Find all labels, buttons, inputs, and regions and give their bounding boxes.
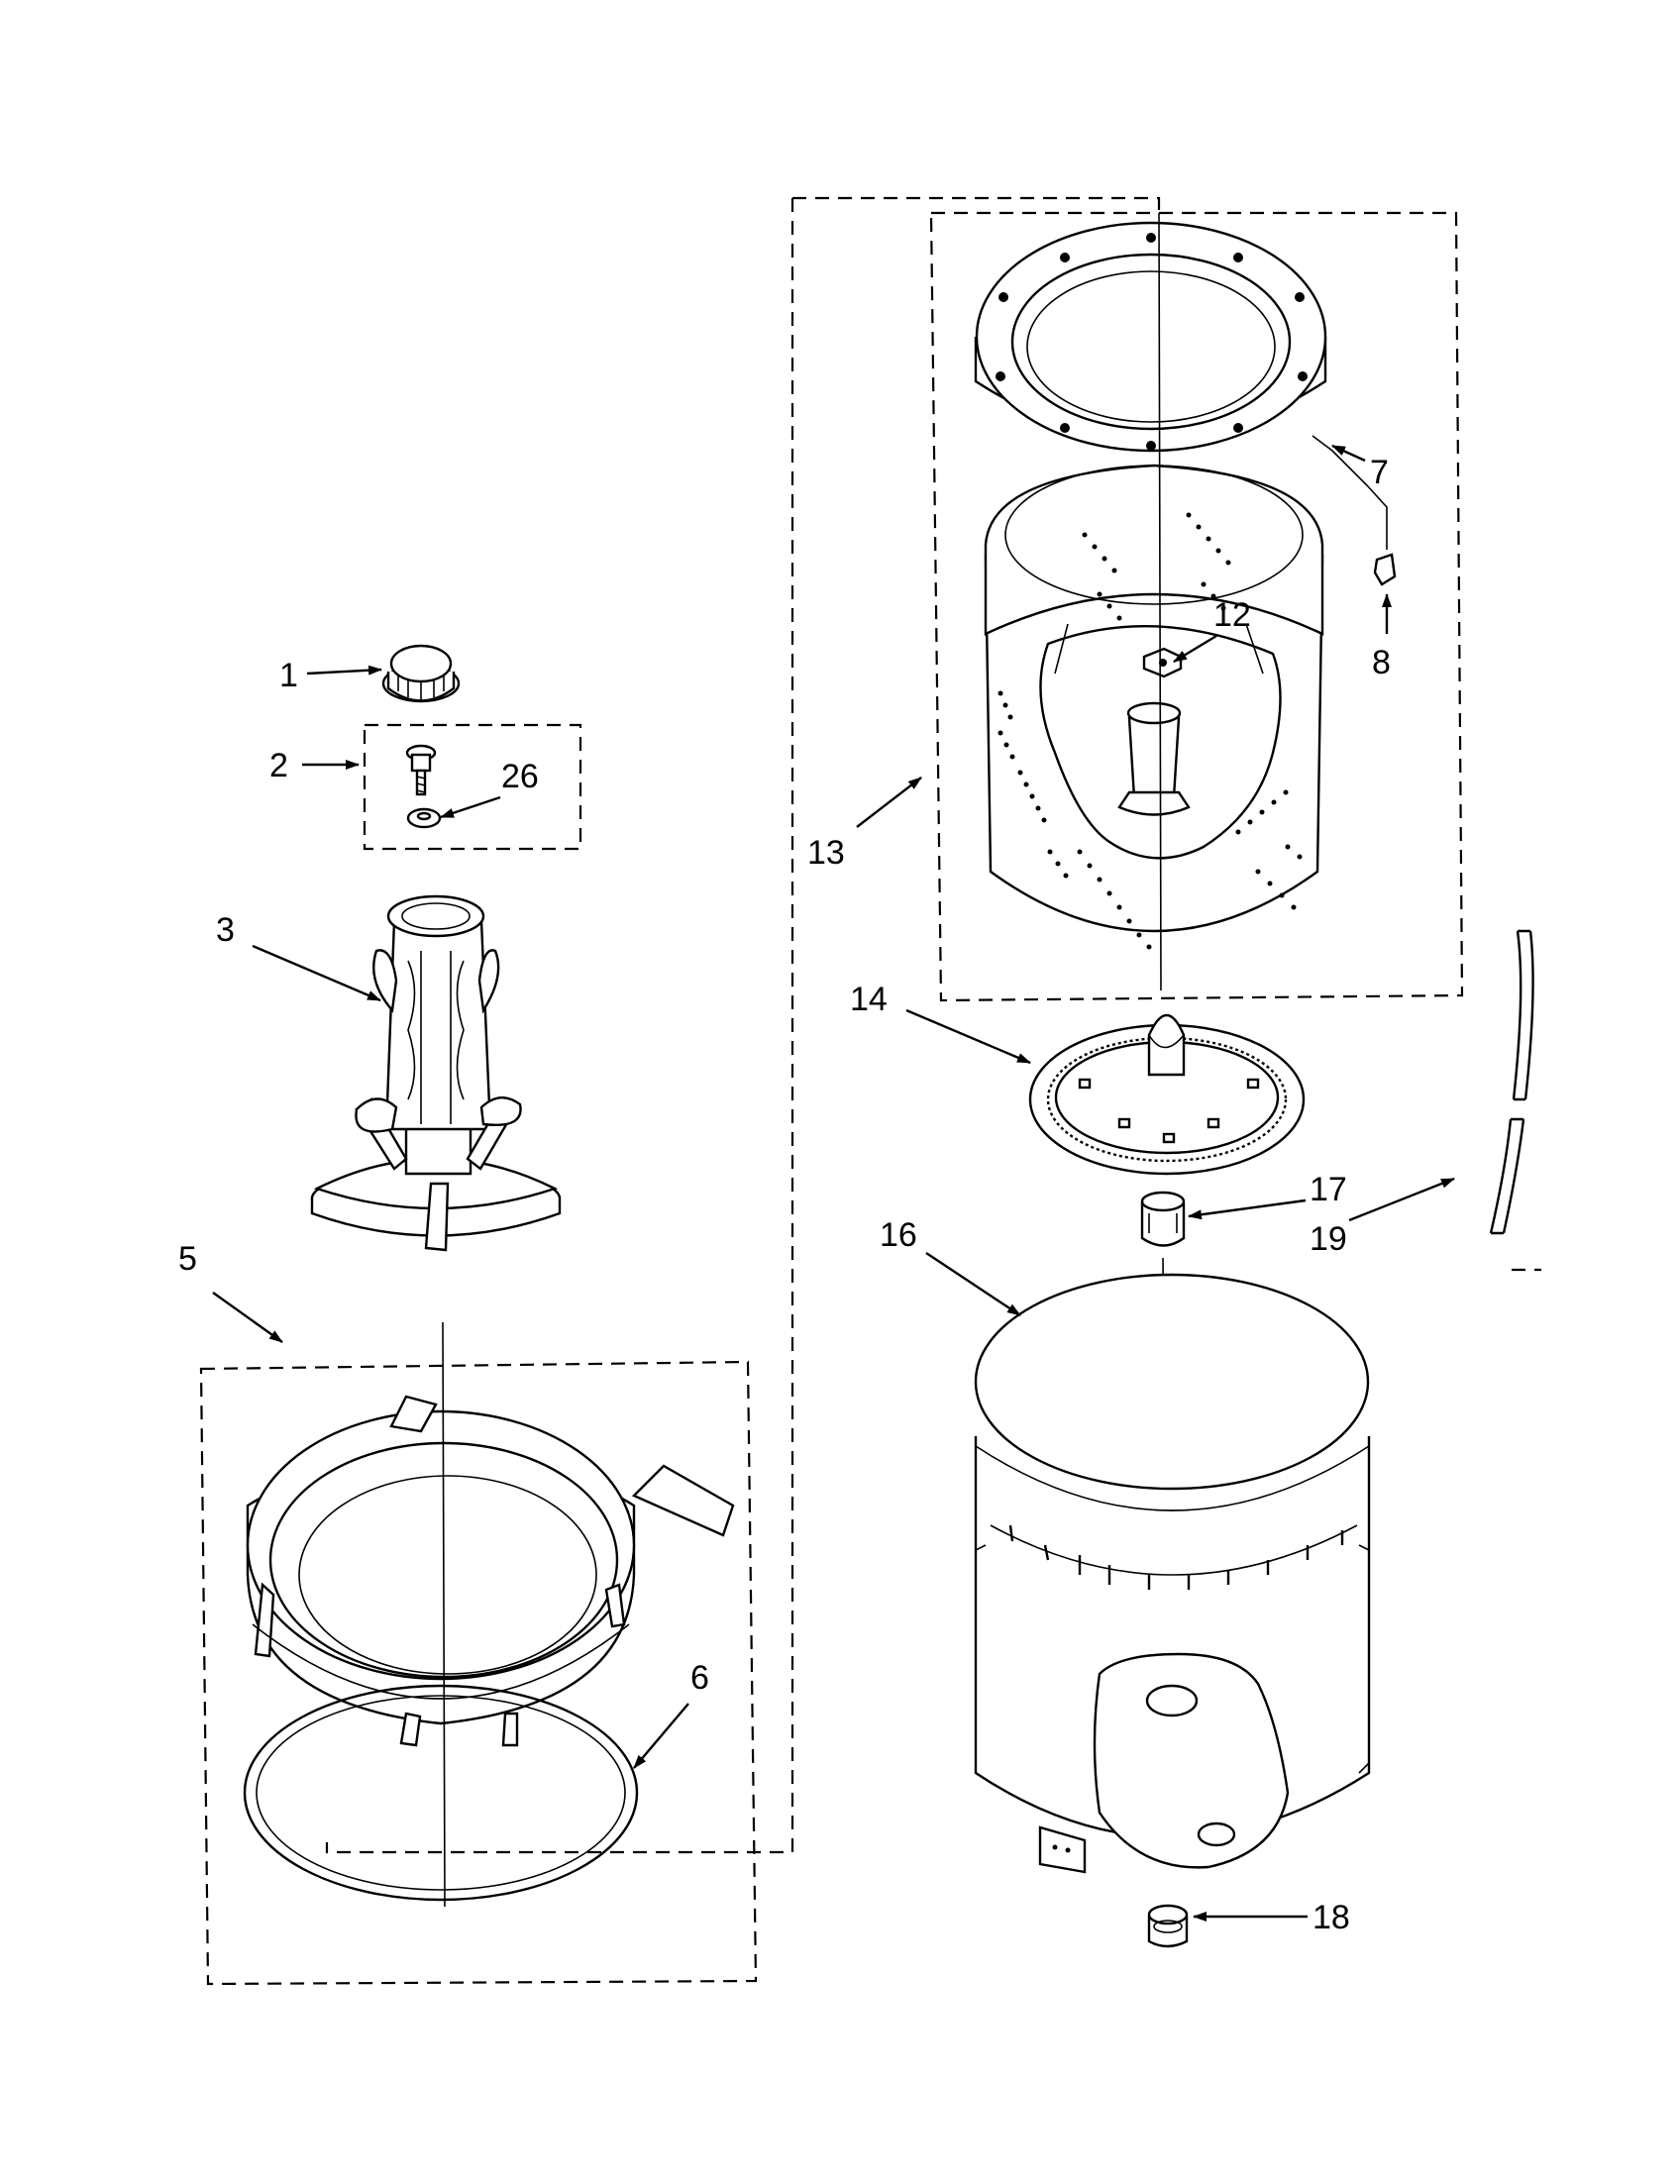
- part-5-tub-ring: [246, 1395, 735, 1747]
- callout-3: 3: [216, 911, 235, 949]
- callout-17: 17: [1310, 1171, 1347, 1208]
- part-2-bolt: [405, 744, 437, 796]
- part-13-wash-basket: [984, 464, 1324, 950]
- part-3-agitator: [310, 894, 562, 1252]
- part-12-nut: [1142, 647, 1183, 678]
- callout-6: 6: [690, 1659, 709, 1697]
- callout-18: 18: [1312, 1899, 1350, 1936]
- callout-14: 14: [850, 981, 888, 1018]
- tub-slots: [1008, 1524, 1344, 1590]
- part-8-clip: [1312, 435, 1397, 586]
- callout-16: 16: [880, 1216, 917, 1254]
- callout-labels: 1 2 26 3 5 6 7 8 12 13 14 16 17 18 19: [178, 454, 1391, 1936]
- assembly-13-outline: [325, 196, 1464, 1854]
- part-1-agitator-cap: [381, 644, 461, 703]
- leader-arrows: [212, 444, 1455, 1922]
- part-6-seal-ring: [243, 1684, 639, 1902]
- basket-perforations: [998, 512, 1303, 950]
- center-axis-right-upper: [1158, 212, 1162, 991]
- callout-19: 19: [1310, 1220, 1347, 1258]
- callout-5: 5: [178, 1240, 197, 1278]
- callout-8: 8: [1372, 644, 1391, 681]
- callout-7: 7: [1370, 454, 1389, 491]
- part-16-outer-tub: [974, 1273, 1371, 1874]
- callout-2: 2: [269, 747, 288, 784]
- callout-1: 1: [279, 657, 298, 694]
- callout-26: 26: [501, 758, 539, 795]
- assembly-2-outline: [363, 723, 582, 851]
- callout-13: 13: [807, 834, 845, 872]
- part-14-drive-bell: [1028, 1014, 1306, 1176]
- part-17-drive-coupling: [1140, 1191, 1186, 1247]
- part-7-balance-ring: [974, 221, 1327, 453]
- part-19-hose: [1489, 929, 1534, 1235]
- part-18-drain-plug: [1147, 1904, 1189, 1948]
- part-26-washer: [406, 807, 442, 829]
- callout-12: 12: [1213, 596, 1251, 634]
- assembly-5-outline: [199, 1360, 758, 1986]
- center-axis-left: [442, 1321, 446, 1908]
